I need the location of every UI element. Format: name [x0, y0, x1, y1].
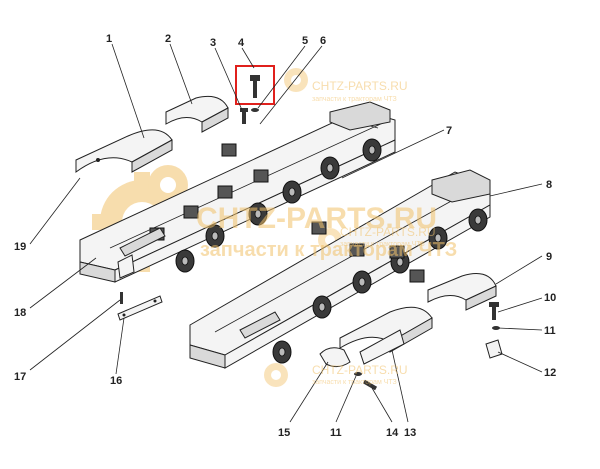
- callout-19: 19: [14, 241, 26, 253]
- callout-12: 12: [544, 367, 556, 379]
- callout-17: 17: [14, 371, 26, 383]
- washer-11-right: [492, 326, 500, 330]
- watermark-tagline-mid: запчасти к тракторам ЧТЗ: [340, 241, 425, 248]
- callout-10: 10: [544, 292, 556, 304]
- callout-11-right: 11: [544, 325, 556, 337]
- guard-shield-9: [427, 273, 497, 311]
- callout-7: 7: [446, 125, 452, 137]
- lower-rollers: [272, 208, 488, 364]
- watermark-tagline-bottom: запчасти к тракторам ЧТЗ: [312, 379, 397, 386]
- watermark-site-mid: CHTZ-PARTS.RU: [340, 225, 436, 239]
- callout-14: 14: [386, 427, 399, 439]
- bracket-12: [485, 339, 503, 359]
- watermark-site-big: CHTZ-PARTS.RU: [196, 202, 437, 235]
- callout-2: 2: [165, 33, 171, 45]
- washer-11-bottom: [354, 372, 362, 376]
- watermark-tagline-big: запчасти к тракторам ЧТЗ: [200, 239, 457, 261]
- watermark-site-top: CHTZ-PARTS.RU: [312, 79, 408, 93]
- guard-shield-2: [165, 95, 229, 133]
- guard-shield-13: [339, 306, 433, 365]
- upper-rollers: [175, 138, 382, 273]
- callout-15: 15: [278, 427, 290, 439]
- callout-16: 16: [110, 375, 122, 387]
- bracket-15: [319, 347, 351, 368]
- callout-4: 4: [238, 37, 245, 49]
- upper-track-frame: [79, 101, 396, 283]
- callout-8: 8: [546, 179, 552, 191]
- bolt-10: [489, 302, 499, 320]
- watermark-tagline-top: запчасти к тракторам ЧТЗ: [312, 96, 397, 103]
- washer-5: [251, 108, 259, 112]
- callout-9: 9: [546, 251, 552, 263]
- callout-5: 5: [302, 35, 308, 47]
- callout-11-bottom: 11: [330, 427, 342, 439]
- bar-16: [117, 295, 163, 321]
- callout-13: 13: [404, 427, 416, 439]
- callout-18: 18: [14, 307, 26, 319]
- leader-lines: [29, 43, 543, 423]
- callout-6: 6: [320, 35, 326, 47]
- bolt-14: [362, 379, 378, 391]
- lower-track-frame: [189, 169, 491, 369]
- callout-1: 1: [106, 33, 112, 45]
- bolt-3: [240, 108, 248, 124]
- callout-3: 3: [210, 37, 216, 49]
- lower-springs: [311, 221, 425, 283]
- guard-shield-1: [75, 129, 173, 173]
- pin-17: [120, 292, 123, 304]
- watermark-site-bottom: CHTZ-PARTS.RU: [312, 363, 408, 377]
- bolt-4-highlighted: [235, 65, 275, 105]
